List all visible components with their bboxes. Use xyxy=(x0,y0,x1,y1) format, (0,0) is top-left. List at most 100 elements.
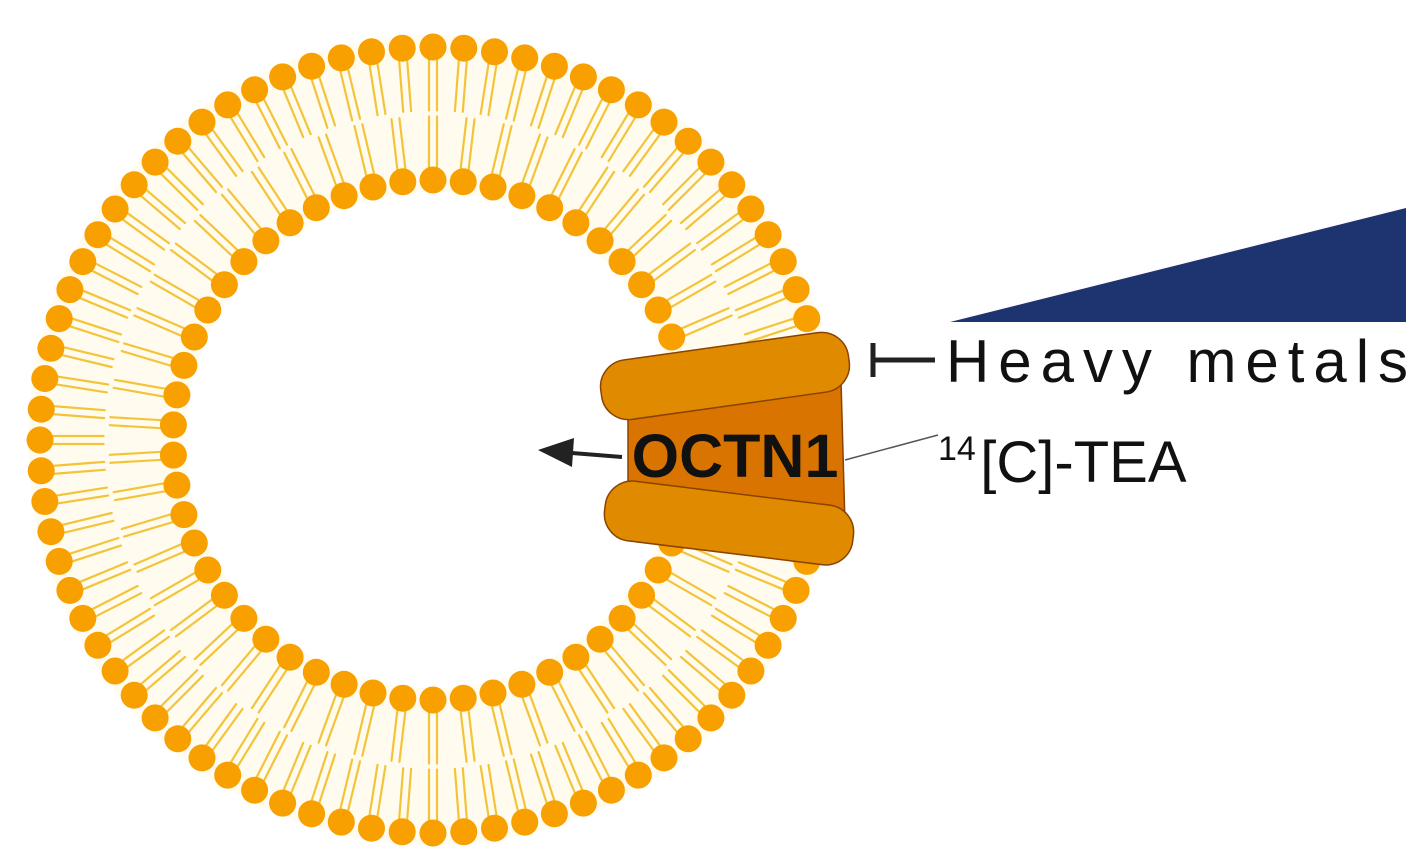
lipid-head xyxy=(597,76,625,104)
lipid-tail xyxy=(290,683,316,733)
lipid-tail xyxy=(504,66,520,120)
lipid-tail xyxy=(262,97,289,146)
lipid-tail xyxy=(727,269,776,296)
lipid-tail xyxy=(648,151,685,194)
lipid-tail xyxy=(498,124,513,178)
lipid-head xyxy=(327,808,355,836)
lipid-tail xyxy=(577,97,604,146)
lipid-tail xyxy=(204,703,238,748)
transport-arrow xyxy=(538,438,623,467)
lipid-tail xyxy=(108,614,156,644)
lipid-head xyxy=(389,684,417,712)
lipid-head xyxy=(769,604,797,632)
lipid-head xyxy=(69,604,97,632)
lipid-head xyxy=(586,227,614,255)
lipid-head xyxy=(163,381,191,409)
lipid-tail xyxy=(227,649,263,692)
lipid-head xyxy=(31,488,59,515)
lipid-tail xyxy=(648,686,685,729)
lipid-head xyxy=(481,814,508,842)
lipid-tail xyxy=(133,542,184,566)
lipid-tail xyxy=(557,151,583,201)
lipid-tail xyxy=(642,146,679,188)
lipid-tail xyxy=(626,628,667,667)
lipid-tail xyxy=(479,764,490,819)
lipid-head xyxy=(754,221,782,249)
lipid-head xyxy=(419,166,447,194)
lipid-tail xyxy=(504,760,520,814)
lipid-tail xyxy=(93,262,143,288)
lipid-tail xyxy=(585,730,611,780)
lipid-head xyxy=(214,761,242,789)
lipid-tail xyxy=(652,248,697,283)
lipid-head xyxy=(536,194,564,222)
lipid-head xyxy=(37,518,65,546)
lipid-tail xyxy=(685,649,727,686)
lipid-tail xyxy=(353,124,368,178)
lipid-tail xyxy=(537,750,556,803)
lipid-head xyxy=(27,457,55,485)
lipid-tail xyxy=(55,375,110,386)
lipid-tail xyxy=(204,132,238,177)
lipid-head xyxy=(754,631,782,659)
lipid-head xyxy=(163,471,191,499)
lipid-head xyxy=(479,679,507,707)
lipid-tail xyxy=(652,597,697,632)
lipid-head xyxy=(120,171,148,199)
lipid-head xyxy=(628,271,656,299)
lipid-tail xyxy=(520,695,542,747)
lipid-tail xyxy=(607,717,637,765)
lipid-tail xyxy=(459,708,468,763)
lipid-head xyxy=(389,168,417,196)
lipid-tail xyxy=(220,644,257,687)
lipid-tail xyxy=(289,84,312,136)
lipid-head xyxy=(624,761,652,789)
transport-arrow-shaft xyxy=(571,451,623,459)
lipid-tail xyxy=(51,413,106,420)
lipid-tail xyxy=(628,132,662,177)
lipid-tail xyxy=(236,721,266,769)
lipid-tail xyxy=(165,166,204,206)
lipid-tail xyxy=(368,763,379,818)
lipid-tail xyxy=(682,314,733,338)
lipid-tail xyxy=(220,193,257,236)
lipid-tail xyxy=(187,146,224,188)
lipid-tail xyxy=(136,307,187,330)
lipid-tail xyxy=(662,674,702,714)
lipid-head xyxy=(330,670,358,698)
lipid-tail xyxy=(257,166,289,213)
lipid-head xyxy=(536,658,564,686)
lipid-tail xyxy=(609,193,646,236)
lipid-tail xyxy=(125,635,170,669)
lipid-head xyxy=(269,789,297,817)
lipid-tail xyxy=(714,243,762,273)
lipid-head xyxy=(141,148,169,176)
lipid-tail xyxy=(368,62,379,117)
lipid-head xyxy=(697,704,725,732)
lipid-tail xyxy=(723,592,773,618)
lipid-head xyxy=(540,52,568,80)
lipid-tail xyxy=(51,405,106,412)
lipid-head xyxy=(214,91,242,119)
lipid-tail xyxy=(282,87,305,139)
lipid-head xyxy=(194,296,222,324)
lipid-tail xyxy=(529,74,549,127)
lipid-tail xyxy=(353,702,368,756)
lipid-tail xyxy=(361,123,376,176)
lipid-tail xyxy=(632,622,673,661)
lipid-head xyxy=(569,789,597,817)
lipid-head xyxy=(540,800,568,828)
lipid-tail xyxy=(290,148,316,197)
lipid-tail xyxy=(67,536,120,556)
lipid-tail xyxy=(406,767,413,822)
lipid-tail xyxy=(149,280,197,309)
lipid-tail xyxy=(714,607,762,638)
lipid-head xyxy=(170,351,198,379)
lipid-head xyxy=(56,276,84,304)
lipid-tail xyxy=(609,644,646,687)
lipid-head xyxy=(597,776,625,804)
lipid-tail xyxy=(679,188,722,225)
lipid-tail xyxy=(70,544,123,563)
lipid-head xyxy=(658,323,686,351)
lipid-tail xyxy=(144,188,187,225)
